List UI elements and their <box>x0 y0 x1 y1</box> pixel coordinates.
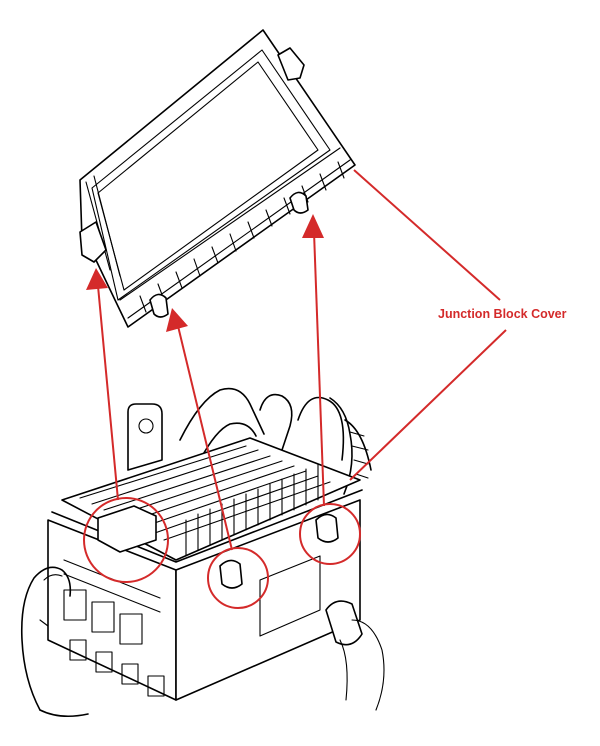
callout-text: Junction Block Cover <box>438 307 567 321</box>
junction-block-cover-label: Junction Block Cover <box>438 307 567 321</box>
latch-circle-left <box>83 497 169 583</box>
junction-block-cover <box>79 29 356 328</box>
clip-circle-middle <box>207 547 269 609</box>
arrowhead-right <box>302 214 324 238</box>
arrow-line-right <box>313 231 325 507</box>
leader-line-block <box>349 329 507 481</box>
leader-line-cover <box>353 169 501 301</box>
arrow-line-middle <box>177 325 233 551</box>
block-cooling-fins <box>79 445 331 541</box>
callout-markers <box>83 169 507 609</box>
clip-circle-right <box>299 503 361 565</box>
arrowhead-middle <box>166 308 188 332</box>
arrow-line-left <box>97 285 119 501</box>
arrowhead-left <box>86 268 108 290</box>
mounting-hole <box>138 418 154 434</box>
junction-block-housing <box>47 387 385 711</box>
hand-outline <box>20 566 89 718</box>
